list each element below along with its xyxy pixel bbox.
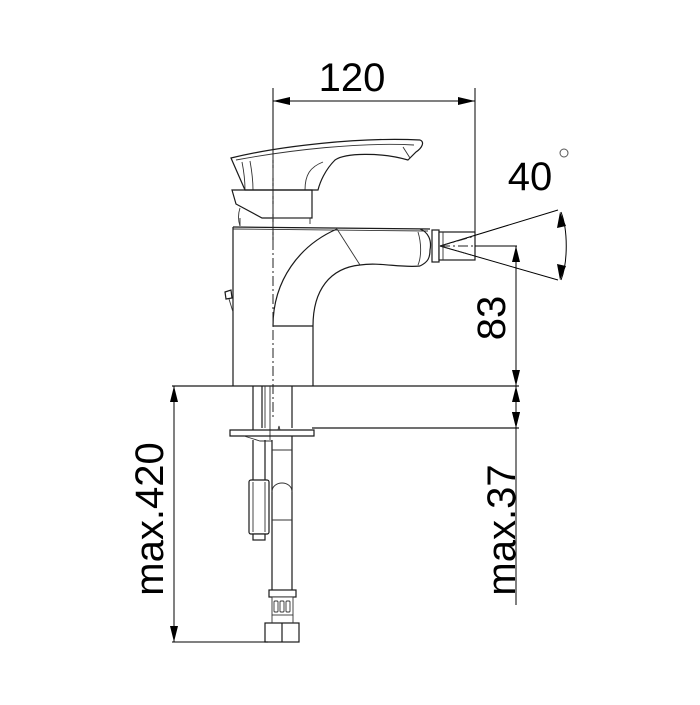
lever-handle (230, 138, 424, 227)
dimension-label-120: 120 (319, 56, 386, 100)
deck-surface (172, 385, 519, 429)
faucet-body (224, 226, 432, 386)
angle-label-40: 40 (508, 155, 553, 199)
dimension-deck-thickness: max.37 (480, 386, 524, 605)
dimension-hose-length: max.420 (128, 386, 268, 643)
dimension-label-83: 83 (470, 296, 514, 341)
dimension-projection: 120 (272, 56, 476, 240)
dimension-spout-height: 83 (470, 245, 520, 386)
under-deck-assembly (229, 386, 315, 643)
degree-symbol (559, 148, 569, 158)
dimension-swivel-angle: 40 (439, 148, 569, 281)
dimension-label-max420: max.420 (128, 442, 172, 595)
dimension-label-max37: max.37 (480, 464, 524, 595)
